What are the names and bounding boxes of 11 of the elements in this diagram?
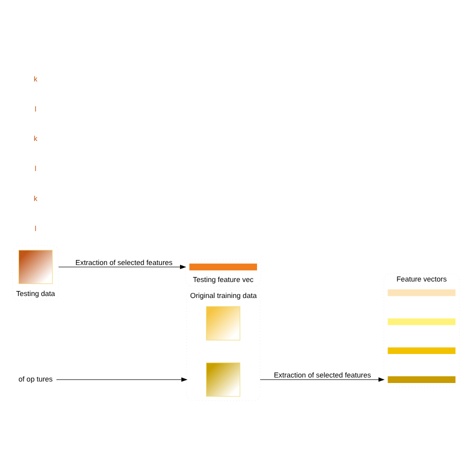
node-box: [206, 362, 240, 396]
arrow: [260, 376, 385, 382]
node-bar: [388, 346, 456, 354]
arrow: [56, 376, 188, 382]
node-box: [206, 306, 240, 340]
node-bar: [189, 263, 258, 270]
node-bar: [388, 318, 456, 325]
arrow: [58, 264, 186, 269]
node-bar: [388, 288, 456, 296]
node-bar: [388, 376, 456, 382]
node-box: [18, 249, 53, 284]
